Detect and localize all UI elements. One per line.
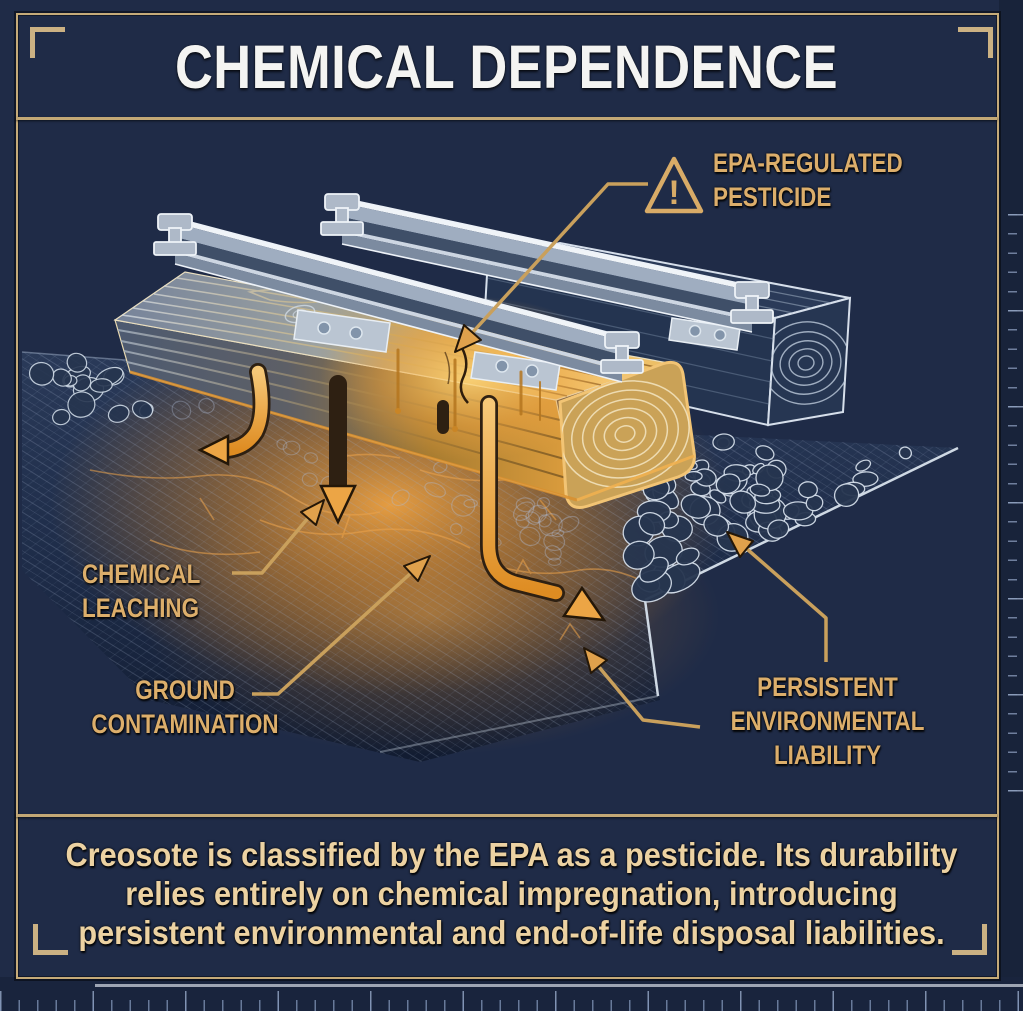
corner-bracket-top-left [30,27,65,58]
caption-text: Creosote is classified by the EPA as a p… [65,836,958,951]
corner-bracket-bottom-right [952,924,987,955]
corner-bracket-top-right [958,27,993,58]
label-chemical-leaching: CHEMICAL LEACHING [82,559,201,623]
warning-exclamation: ! [668,174,679,212]
subsoil-gravel [171,398,580,567]
front-rail [153,213,644,391]
poster-frame [16,13,999,979]
ballast-stones-left [28,352,154,426]
rear-rail-end-profile [320,193,774,324]
page-title: CHEMICAL DEPENDENCE [174,33,839,101]
bottom-ruler-minor-ticks [0,1000,1023,1011]
front-rail-end-profile [153,213,644,374]
label-persistent-environmental-liability: PERSISTENT ENVIRONMENTAL LIABILITY [730,672,925,770]
baseline-rule [95,984,1023,987]
title-divider [16,117,997,120]
corner-bracket-bottom-left [33,924,68,955]
label-epa-regulated-pesticide: EPA-REGULATED PESTICIDE [713,148,903,212]
leader-arrows [232,182,828,729]
caption-divider [16,814,997,817]
right-ruler-minor-ticks [1008,214,1017,799]
label-ground-contamination: GROUND CONTAMINATION [91,675,279,739]
ballast-stones [550,430,913,603]
warning-triangle-icon: ! [644,156,704,214]
chemical-drips [197,348,607,622]
rear-rail [320,193,774,351]
